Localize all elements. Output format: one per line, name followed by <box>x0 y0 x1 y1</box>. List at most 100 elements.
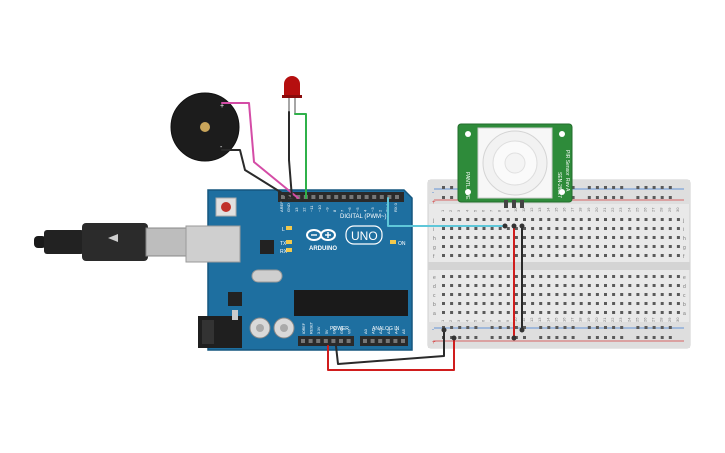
breadboard-hole[interactable] <box>612 236 616 239</box>
rail-hole[interactable] <box>547 336 551 339</box>
breadboard-hole[interactable] <box>595 245 599 248</box>
breadboard-hole[interactable] <box>531 227 535 230</box>
breadboard-hole[interactable] <box>506 293 510 296</box>
breadboard-hole[interactable] <box>587 236 591 239</box>
rail-hole[interactable] <box>595 326 599 329</box>
rail-hole[interactable] <box>555 326 559 329</box>
breadboard-hole[interactable] <box>458 284 462 287</box>
breadboard-hole[interactable] <box>466 236 470 239</box>
breadboard-hole[interactable] <box>555 275 559 278</box>
breadboard-hole[interactable] <box>668 236 672 239</box>
breadboard-hole[interactable] <box>612 302 616 305</box>
breadboard-hole[interactable] <box>514 218 518 221</box>
breadboard-hole[interactable] <box>514 311 518 314</box>
rail-hole[interactable] <box>620 186 624 189</box>
rail-hole[interactable] <box>652 186 656 189</box>
rail-hole[interactable] <box>539 326 543 329</box>
breadboard-hole[interactable] <box>676 302 680 305</box>
breadboard-hole[interactable] <box>547 293 551 296</box>
breadboard-hole[interactable] <box>547 218 551 221</box>
breadboard-hole[interactable] <box>595 227 599 230</box>
breadboard-hole[interactable] <box>652 236 656 239</box>
breadboard-hole[interactable] <box>547 245 551 248</box>
rail-hole[interactable] <box>652 196 656 199</box>
breadboard-hole[interactable] <box>514 227 518 230</box>
breadboard-hole[interactable] <box>579 311 583 314</box>
rail-hole[interactable] <box>604 196 607 199</box>
breadboard-hole[interactable] <box>595 218 599 221</box>
breadboard-hole[interactable] <box>604 275 607 278</box>
rail-hole[interactable] <box>458 336 462 339</box>
rail-hole[interactable] <box>636 196 640 199</box>
breadboard-hole[interactable] <box>498 254 502 257</box>
breadboard-hole[interactable] <box>644 245 648 248</box>
breadboard-hole[interactable] <box>547 254 551 257</box>
header-hole[interactable] <box>311 195 316 199</box>
breadboard-hole[interactable] <box>563 293 567 296</box>
breadboard-hole[interactable] <box>636 284 640 287</box>
breadboard-hole[interactable] <box>604 293 607 296</box>
rail-hole[interactable] <box>652 336 656 339</box>
breadboard-hole[interactable] <box>555 293 559 296</box>
breadboard-hole[interactable] <box>490 218 494 221</box>
rail-hole[interactable] <box>595 336 599 339</box>
breadboard-hole[interactable] <box>531 254 535 257</box>
breadboard-hole[interactable] <box>587 275 591 278</box>
breadboard-hole[interactable] <box>555 302 559 305</box>
rail-hole[interactable] <box>620 326 624 329</box>
header-hole[interactable] <box>346 339 351 343</box>
header-hole[interactable] <box>395 195 399 199</box>
header-hole[interactable] <box>319 195 323 199</box>
rail-hole[interactable] <box>490 326 494 329</box>
breadboard-hole[interactable] <box>555 245 559 248</box>
reset-button[interactable] <box>221 202 231 212</box>
rail-hole[interactable] <box>466 326 470 329</box>
header-hole[interactable] <box>387 195 392 199</box>
breadboard-hole[interactable] <box>668 284 672 287</box>
rail-hole[interactable] <box>620 336 624 339</box>
breadboard-hole[interactable] <box>531 293 535 296</box>
rail-hole[interactable] <box>644 196 648 199</box>
breadboard-hole[interactable] <box>620 293 624 296</box>
breadboard-hole[interactable] <box>636 311 640 314</box>
breadboard-hole[interactable] <box>555 236 559 239</box>
rail-hole[interactable] <box>450 326 454 329</box>
breadboard-hole[interactable] <box>442 302 445 305</box>
breadboard-hole[interactable] <box>506 275 510 278</box>
breadboard-hole[interactable] <box>490 284 494 287</box>
header-hole[interactable] <box>331 339 336 343</box>
breadboard-hole[interactable] <box>652 311 656 314</box>
breadboard-hole[interactable] <box>490 245 494 248</box>
breadboard-hole[interactable] <box>466 227 470 230</box>
rail-hole[interactable] <box>506 326 510 329</box>
rail-hole[interactable] <box>587 186 591 189</box>
breadboard-hole[interactable] <box>644 284 648 287</box>
breadboard-hole[interactable] <box>450 236 454 239</box>
rail-hole[interactable] <box>450 196 454 199</box>
breadboard-hole[interactable] <box>523 218 526 221</box>
header-hole[interactable] <box>364 195 369 199</box>
breadboard-hole[interactable] <box>539 284 543 287</box>
breadboard-hole[interactable] <box>595 275 599 278</box>
breadboard-hole[interactable] <box>612 284 616 287</box>
breadboard-hole[interactable] <box>563 227 567 230</box>
breadboard-hole[interactable] <box>482 218 486 221</box>
rail-hole[interactable] <box>636 186 640 189</box>
breadboard-hole[interactable] <box>595 284 599 287</box>
breadboard-hole[interactable] <box>482 227 486 230</box>
breadboard-hole[interactable] <box>571 236 575 239</box>
breadboard-hole[interactable] <box>547 311 551 314</box>
breadboard-hole[interactable] <box>571 293 575 296</box>
breadboard-hole[interactable] <box>652 218 656 221</box>
breadboard-hole[interactable] <box>442 236 445 239</box>
breadboard-hole[interactable] <box>620 284 624 287</box>
breadboard-hole[interactable] <box>523 293 526 296</box>
rail-hole[interactable] <box>514 326 518 329</box>
breadboard-hole[interactable] <box>506 236 510 239</box>
breadboard-hole[interactable] <box>514 254 518 257</box>
rail-hole[interactable] <box>612 336 616 339</box>
breadboard-hole[interactable] <box>474 284 478 287</box>
rail-hole[interactable] <box>668 186 672 189</box>
header-hole[interactable] <box>288 195 293 199</box>
header-hole[interactable] <box>308 339 313 343</box>
